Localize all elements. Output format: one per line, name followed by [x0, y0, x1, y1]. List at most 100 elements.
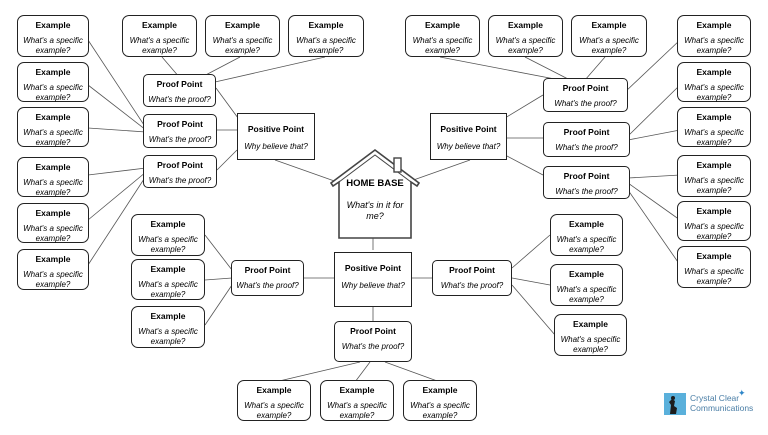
example-title: Example [339, 385, 375, 395]
example-title: Example [591, 20, 627, 30]
positive-point-title: Positive Point [440, 124, 497, 134]
example-subtitle: What's a specific example? [684, 176, 744, 195]
example-title: Example [35, 208, 71, 218]
example-title: Example [35, 112, 71, 122]
example-title: Example [35, 67, 71, 77]
example-title: Example [696, 206, 732, 216]
example-subtitle: What's a specific example? [410, 401, 470, 420]
proof-point-title: Proof Point [563, 127, 610, 137]
positive-point-subtitle: Why believe that? [244, 142, 308, 151]
proof-point-title: Proof Point [449, 265, 495, 275]
example-subtitle: What's a specific example? [23, 128, 83, 147]
proof-point-subtitle: What's the proof? [148, 95, 211, 104]
proof-point-subtitle: What's the proof? [148, 135, 212, 144]
example-title: Example [569, 269, 604, 279]
example-subtitle: What's a specific example? [138, 235, 198, 254]
example-subtitle: What's a specific example? [138, 327, 198, 346]
example-title: Example [256, 385, 292, 395]
example-subtitle: What's a specific example? [684, 36, 744, 55]
example-title: Example [425, 20, 460, 30]
proof-point-title: Proof Point [562, 83, 609, 93]
example-subtitle: What's a specific example? [23, 270, 83, 289]
example-title: Example [696, 112, 732, 122]
brand-drop-icon: ✦ [738, 388, 746, 398]
proof-point-subtitle: What's the proof? [555, 187, 618, 196]
example-title: Example [225, 20, 260, 30]
brand-logo: Crystal Clear Communications ✦ [664, 388, 764, 418]
proof-point-subtitle: What's the proof? [341, 342, 405, 351]
proof-point-title: Proof Point [157, 160, 203, 170]
proof-point-title: Proof Point [157, 119, 203, 129]
example-title: Example [308, 20, 344, 30]
example-subtitle: What's a specific example? [495, 36, 556, 55]
example-subtitle: What's a specific example? [556, 285, 617, 304]
positive-point-subtitle: Why believe that? [341, 281, 405, 290]
proof-point-subtitle: What's the proof? [555, 143, 618, 152]
example-title: Example [696, 20, 732, 30]
example-title: Example [696, 160, 732, 170]
example-subtitle: What's a specific example? [23, 83, 83, 102]
example-subtitle: What's a specific example? [138, 280, 198, 299]
example-subtitle: What's a specific example? [212, 36, 273, 55]
example-subtitle: What's a specific example? [684, 128, 744, 147]
proof-point-subtitle: What's the proof? [554, 99, 617, 108]
example-title: Example [508, 20, 543, 30]
example-title: Example [696, 67, 732, 77]
positive-point-title: Positive Point [344, 263, 402, 273]
brand-name-line2: Communications [690, 403, 754, 413]
example-subtitle: What's a specific example? [23, 178, 83, 197]
example-title: Example [142, 20, 177, 30]
proof-point-subtitle: What's the proof? [440, 281, 504, 290]
example-subtitle: What's a specific example? [579, 36, 639, 55]
home-base-house-icon [330, 149, 420, 239]
example-title: Example [150, 219, 186, 229]
example-subtitle: What's a specific example? [327, 401, 387, 420]
proof-point-subtitle: What's the proof? [236, 281, 299, 290]
brand-name-line1: Crystal Clear [690, 393, 740, 403]
brand-mark-icon [664, 393, 686, 415]
example-subtitle: What's a specific example? [23, 36, 83, 55]
example-title: Example [35, 254, 71, 264]
example-subtitle: What's a specific example? [23, 224, 83, 243]
example-title: Example [696, 251, 732, 261]
example-title: Example [150, 264, 186, 274]
home-base-title: HOME BASE [346, 178, 404, 189]
positive-point-subtitle: Why believe that? [436, 142, 501, 151]
example-subtitle: What's a specific example? [684, 83, 744, 102]
home-base-subtitle: What's in it for me? [346, 200, 404, 221]
example-title: Example [35, 162, 71, 172]
example-subtitle: What's a specific example? [244, 401, 304, 420]
example-subtitle: What's a specific example? [684, 222, 744, 241]
example-subtitle: What's a specific example? [296, 36, 356, 55]
